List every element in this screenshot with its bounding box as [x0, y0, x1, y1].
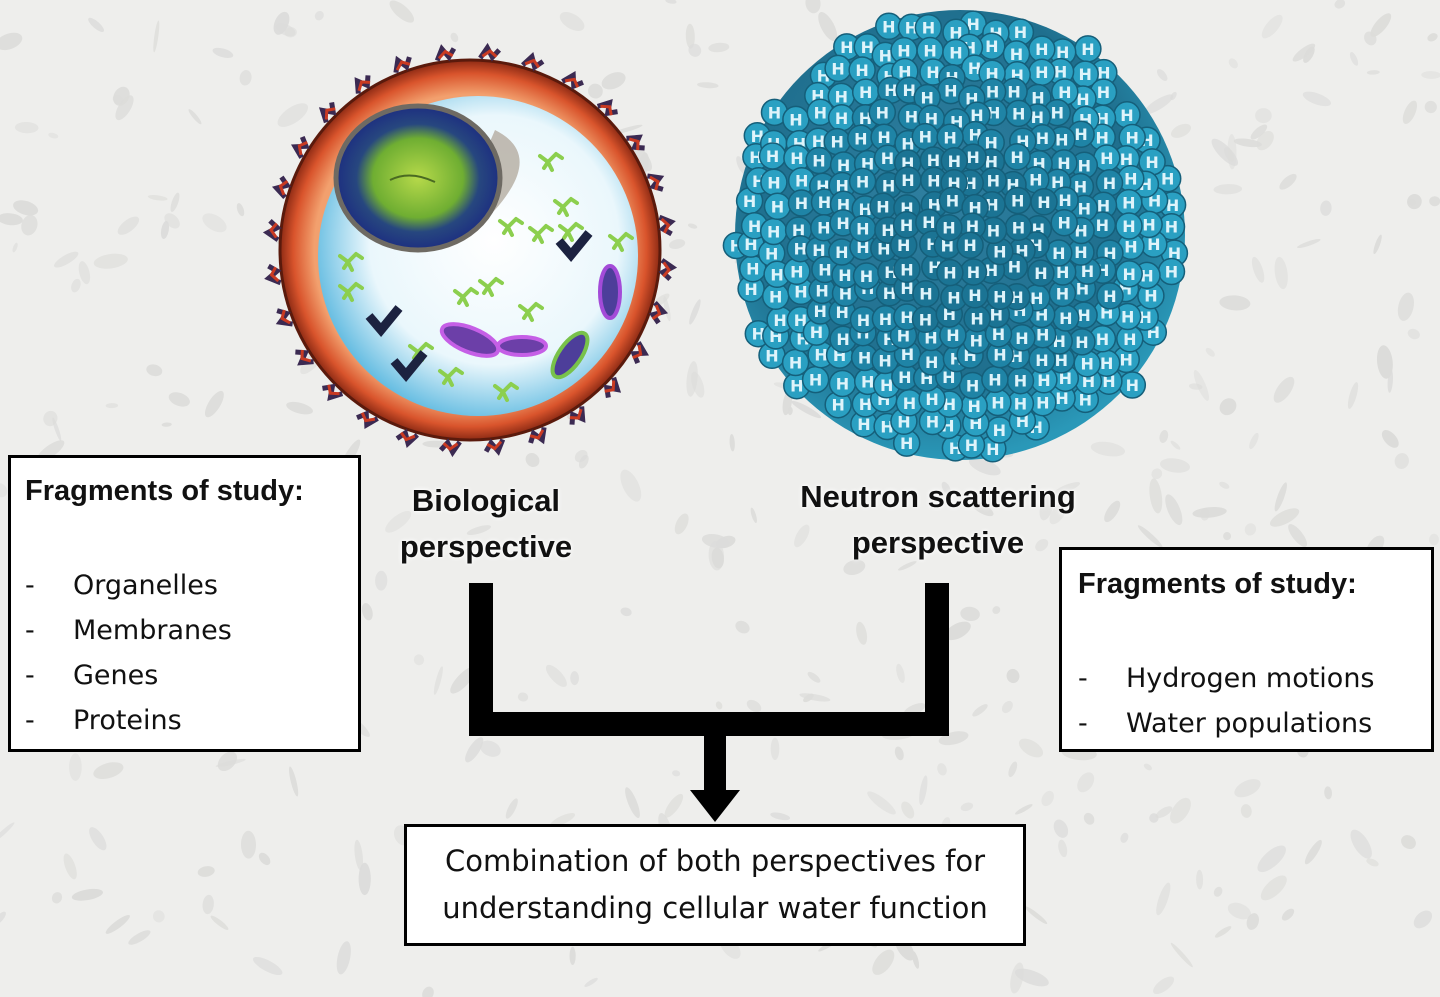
combination-line-1: Combination of both perspectives for — [445, 838, 985, 885]
down-arrow-head-icon — [690, 790, 740, 822]
combination-box: Combination of both perspectives for und… — [404, 824, 1026, 946]
combination-line-2: understanding cellular water function — [442, 885, 988, 932]
